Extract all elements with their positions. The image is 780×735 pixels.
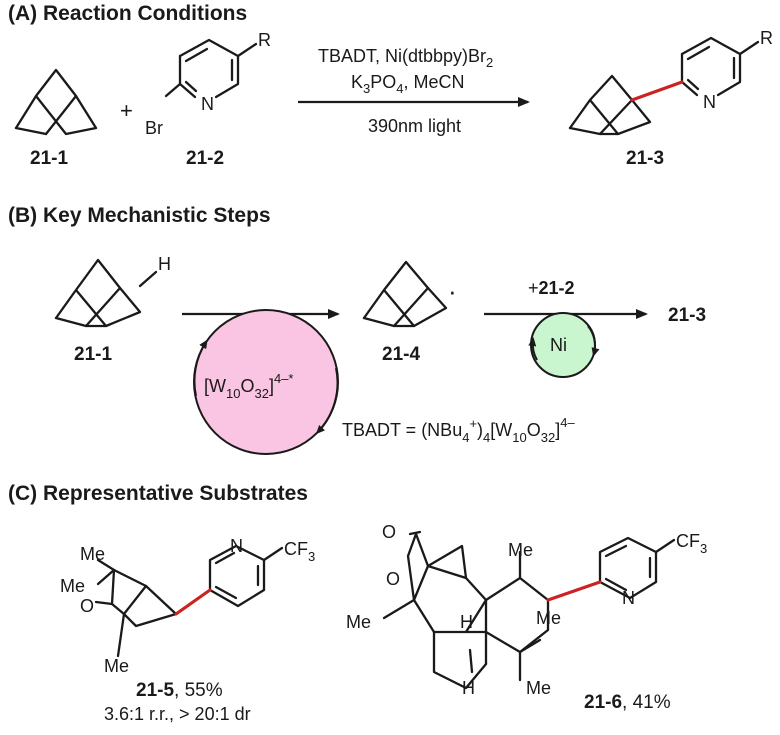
section-b-title: (B) Key Mechanistic Steps [8,204,271,227]
s5-oxygen: O [80,596,94,616]
cycle-arrow-left [193,339,208,397]
cycle-arrow-right [315,367,339,435]
s6-pyridine-nitrogen: N [622,588,635,608]
substrate-21-5-structure [94,544,284,658]
substrate-21-5-label: 21-5, 55% [136,680,223,701]
r-group-label: R [258,30,271,50]
bromine-atom: Br [145,118,163,138]
s5-methyl-2: Me [60,576,85,596]
mech-end-label: 21-3 [668,305,706,326]
norbornane-21-1-structure [14,68,98,136]
plus-sign: + [120,98,133,123]
s6-methyl-2: Me [508,540,533,560]
product-r-group: R [760,28,773,48]
s6-methyl-1: Me [346,612,371,632]
radical-dot: · [448,276,457,306]
s5-methyl-1: Me [80,544,105,564]
reactant1-label: 21-1 [30,148,68,169]
product-label: 21-3 [626,148,664,169]
section-c-title: (C) Representative Substrates [8,482,308,505]
ni-cycle-arrow-right [587,325,600,357]
product-21-3-structure [568,36,760,136]
s6-carbonyl-oxygen: O [382,522,396,542]
intermediate-label: 21-4 [382,344,420,365]
condition-line-2: K3PO4, MeCN [351,72,465,96]
decatungstate-label: [W10O32]4–* [204,371,294,401]
ni-cycle-arrow-left [528,337,538,361]
mech-start-label: 21-1 [74,344,112,365]
norbornyl-radical-21-4-structure [362,260,448,328]
s6-ring-oxygen: O [386,569,400,589]
substrate-21-6-structure [382,530,676,690]
s5-pyridine-nitrogen: N [230,536,243,556]
pyridine-nitrogen: N [201,94,214,114]
s6-methyl-4: Me [526,678,551,698]
s6-hydrogen-1: H [460,612,473,632]
substrate-21-6-label: 21-6, 41% [584,692,671,713]
substrate-21-5-selectivity: 3.6:1 r.r., > 20:1 dr [104,704,251,724]
reactant2-label: 21-2 [186,148,224,169]
nickel-label: Ni [550,335,567,355]
s6-methyl-3: Me [536,608,561,628]
s6-hydrogen-2: H [462,678,475,698]
coupling-reagent: +21-2 [528,278,575,298]
norbornane-21-1-mech-structure [54,258,158,328]
s5-methyl-3: Me [104,656,129,676]
tbadt-definition: TBADT = (NBu4+)4[W10O32]4– [342,415,575,445]
substrate-21-5-new-bond [174,588,212,616]
product-pyridine-nitrogen: N [703,92,716,112]
condition-line-3: 390nm light [368,116,461,136]
section-a-title: (A) Reaction Conditions [8,2,248,25]
substrate-21-6-new-bond [546,580,602,602]
new-cc-bond [630,80,684,102]
bromopyridine-21-2-structure [164,38,258,99]
s6-cf3: CF3 [676,531,707,556]
s5-cf3: CF3 [284,539,315,564]
hydrogen-atom: H [158,254,171,274]
condition-line-1: TBADT, Ni(dtbbpy)Br2 [318,46,493,70]
